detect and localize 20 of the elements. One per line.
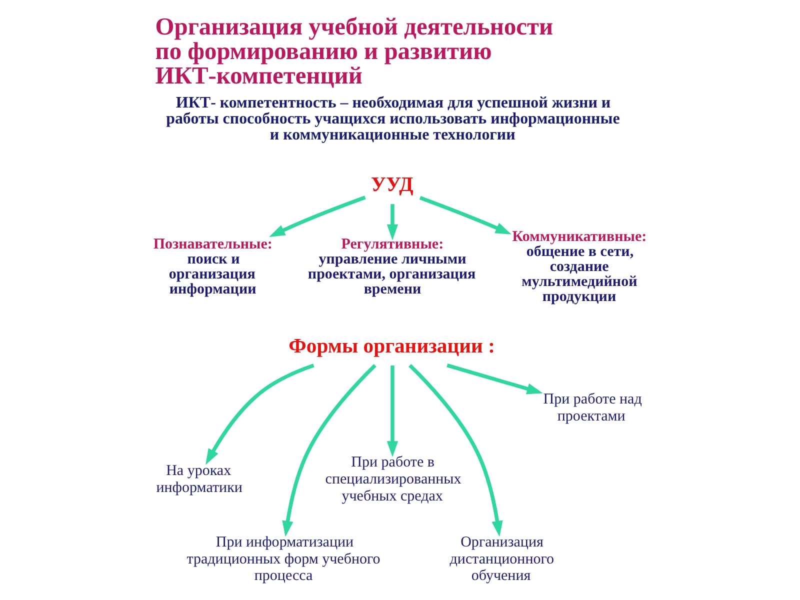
arrow	[419, 196, 512, 234]
diagram-title: Организация учебной деятельности по формированию и развитию ИКТ-компетенций	[155, 13, 554, 90]
arrow	[206, 364, 314, 465]
node-text: При информатизации традиционных форм учебного процесса	[186, 534, 380, 584]
node-text: При работе в специализированных учебных средах	[325, 454, 462, 504]
node-text: Организация дистанционного обучения	[450, 534, 554, 584]
node-text: Познавательные: поиск и организация информации	[153, 236, 272, 298]
arrow	[386, 365, 398, 458]
node-text: На уроках информатики	[156, 463, 242, 496]
label: ИКТ- компетентность – необходимая для успешной жизни и работы способность учащихся использовать информационные и коммуникационные технологии	[166, 94, 620, 144]
arrow	[446, 364, 543, 394]
arrow	[282, 364, 376, 537]
node-text: УУД	[370, 174, 414, 196]
node-text: Регулятивные: управление личными проектами, организация времени	[308, 236, 476, 298]
arrow	[408, 364, 503, 537]
node-text: При работе над проектами	[543, 392, 642, 425]
node-text: Коммуникативные: общение в сети, создание мультимедийной продукции	[512, 229, 647, 306]
arrow	[386, 204, 398, 240]
arrow	[269, 196, 366, 238]
node-text: Формы организации :	[288, 336, 495, 358]
